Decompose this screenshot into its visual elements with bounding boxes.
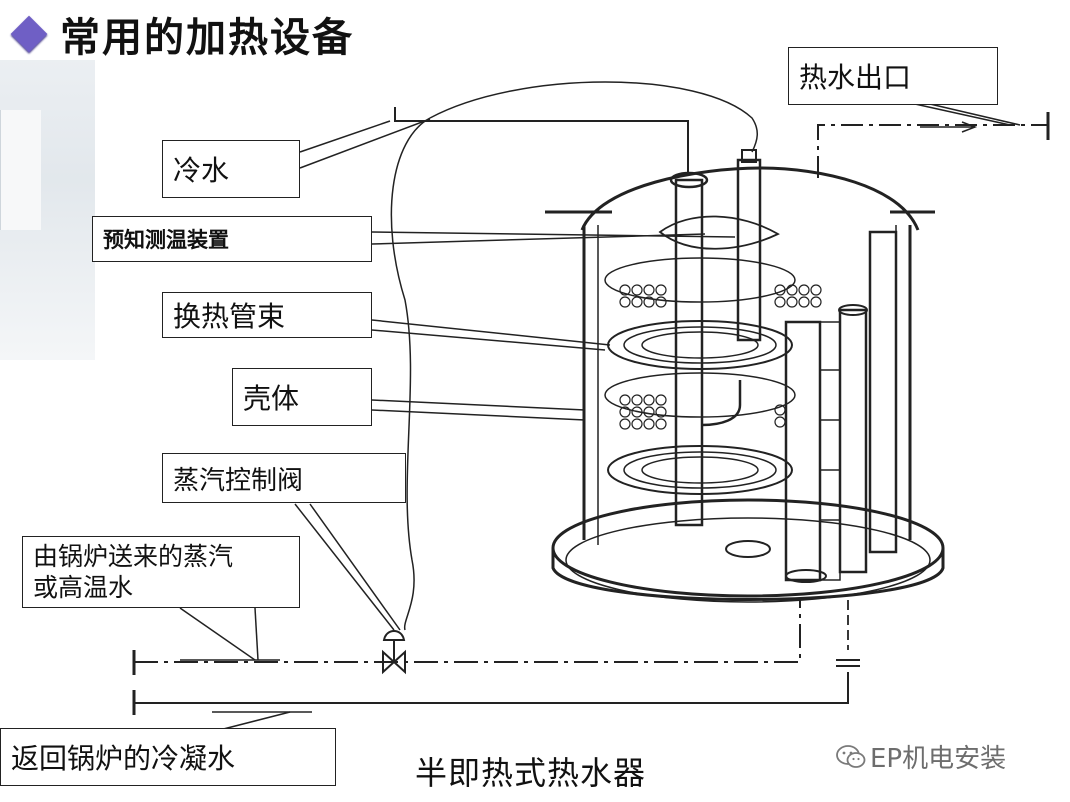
right-column-3 <box>868 230 898 554</box>
outlet-arrow-head <box>961 121 978 133</box>
sensor-pipe <box>736 158 762 342</box>
coil-2-mid <box>623 451 777 489</box>
right-column-2 <box>838 308 868 574</box>
leader-temp-sensor <box>371 231 736 238</box>
label-condensate-return: 返回锅炉的冷凝水 <box>0 728 336 786</box>
steam-supply-pipe <box>134 600 801 663</box>
coil-cross-sections <box>619 284 822 430</box>
label-steam-source-line1: 由锅炉送来的蒸汽 <box>33 541 234 571</box>
capillary-tube <box>390 117 431 631</box>
leader-valve <box>294 503 395 631</box>
cold-water-pipe <box>394 107 689 172</box>
bottom-port <box>725 540 771 558</box>
label-tube-bundle: 换热管束 <box>162 292 372 338</box>
label-steam-valve: 蒸汽控制阀 <box>162 453 406 503</box>
coil-2-outer <box>607 445 793 495</box>
coil-2-inner <box>641 456 759 484</box>
label-cold-water: 冷水 <box>162 140 300 198</box>
leader-shell <box>371 399 586 411</box>
bottom-flange-inner <box>565 517 931 603</box>
background-photo-edge <box>0 110 41 230</box>
central-pipe <box>674 178 704 527</box>
label-steam-source-line2: 或高温水 <box>33 573 134 602</box>
label-hot-water-outlet: 热水出口 <box>788 47 998 105</box>
coil-1-inner <box>641 331 759 359</box>
label-temp-sensor: 预知测温装置 <box>92 216 372 262</box>
leader-cold-water <box>299 120 391 153</box>
bottom-flange-side <box>551 548 945 601</box>
leader-tube-bundle <box>371 319 611 346</box>
sensor-cap <box>741 149 757 163</box>
inner-bend-pipe <box>701 380 742 427</box>
right-column-1-face <box>819 321 841 581</box>
watermark: EP机电安装 <box>836 738 1006 775</box>
slide-title: 常用的加热设备 <box>6 8 354 61</box>
leader-hot-outlet <box>914 103 1011 126</box>
coil-top-ring <box>604 257 796 303</box>
slide-title-text: 常用的加热设备 <box>60 15 354 61</box>
label-steam-source: 由锅炉送来的蒸汽 或高温水 <box>22 536 300 608</box>
central-pipe-top <box>669 171 709 189</box>
watermark-text: EP机电安装 <box>870 744 1007 774</box>
condensate-return-pipe <box>134 672 849 704</box>
right-column-1 <box>784 320 822 582</box>
label-shell: 壳体 <box>232 368 372 426</box>
diagram-caption: 半即热式热水器 <box>415 754 647 792</box>
capillary-top <box>429 81 758 153</box>
control-valve-actuator <box>382 630 406 641</box>
leader-steam-source <box>179 607 256 661</box>
coil-1-outer <box>607 320 793 370</box>
control-valve-body <box>382 649 406 675</box>
coil-1-mid <box>623 326 777 364</box>
shell-top-arc <box>580 166 920 231</box>
wechat-icon <box>836 744 866 770</box>
hot-water-outlet-pipe <box>817 124 1048 178</box>
bottom-flange-top <box>551 498 945 598</box>
sensor-bulb <box>658 215 780 250</box>
coil-mid-ring <box>604 372 796 418</box>
right-column-2-top <box>838 304 868 316</box>
